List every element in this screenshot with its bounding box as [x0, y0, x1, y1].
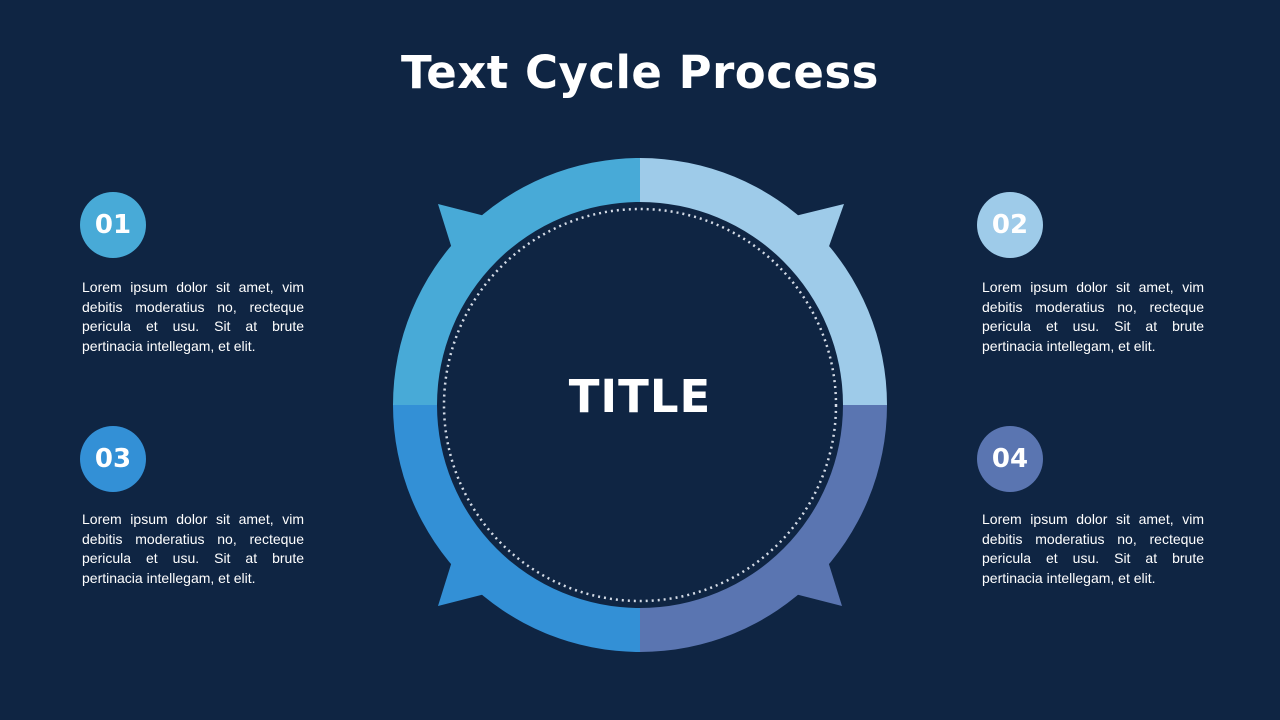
cycle-segment-1 — [393, 158, 640, 405]
cycle-segment-3 — [393, 405, 640, 652]
step-4-number: 04 — [991, 444, 1029, 474]
step-1-text: Lorem ipsum dolor sit amet, vim debitis … — [82, 279, 304, 354]
step-3-text: Lorem ipsum dolor sit amet, vim debitis … — [82, 511, 304, 586]
step-3-number: 03 — [94, 444, 132, 474]
cycle-arrow-bottom-right — [795, 558, 842, 606]
step-3-badge: 03 — [80, 426, 146, 492]
cycle-segment-2 — [640, 158, 887, 405]
step-1-number: 01 — [94, 210, 132, 240]
slide-title: Text Cycle Process — [401, 46, 879, 99]
cycle-arrow-bottom-left — [438, 558, 485, 606]
step-4-text: Lorem ipsum dolor sit amet, vim debitis … — [982, 511, 1204, 586]
step-1-badge: 01 — [80, 192, 146, 258]
cycle-arrow-top-left — [438, 204, 485, 252]
cycle-segment-4 — [640, 405, 887, 652]
cycle-dotted-ring — [442, 207, 838, 603]
step-4-badge: 04 — [977, 426, 1043, 492]
cycle-arrow-top-right — [795, 204, 844, 252]
step-2-text: Lorem ipsum dolor sit amet, vim debitis … — [982, 279, 1204, 354]
center-title: TITLE — [568, 370, 712, 423]
step-2-badge: 02 — [977, 192, 1043, 258]
cycle-diagram — [393, 158, 887, 652]
step-2-number: 02 — [991, 210, 1029, 240]
